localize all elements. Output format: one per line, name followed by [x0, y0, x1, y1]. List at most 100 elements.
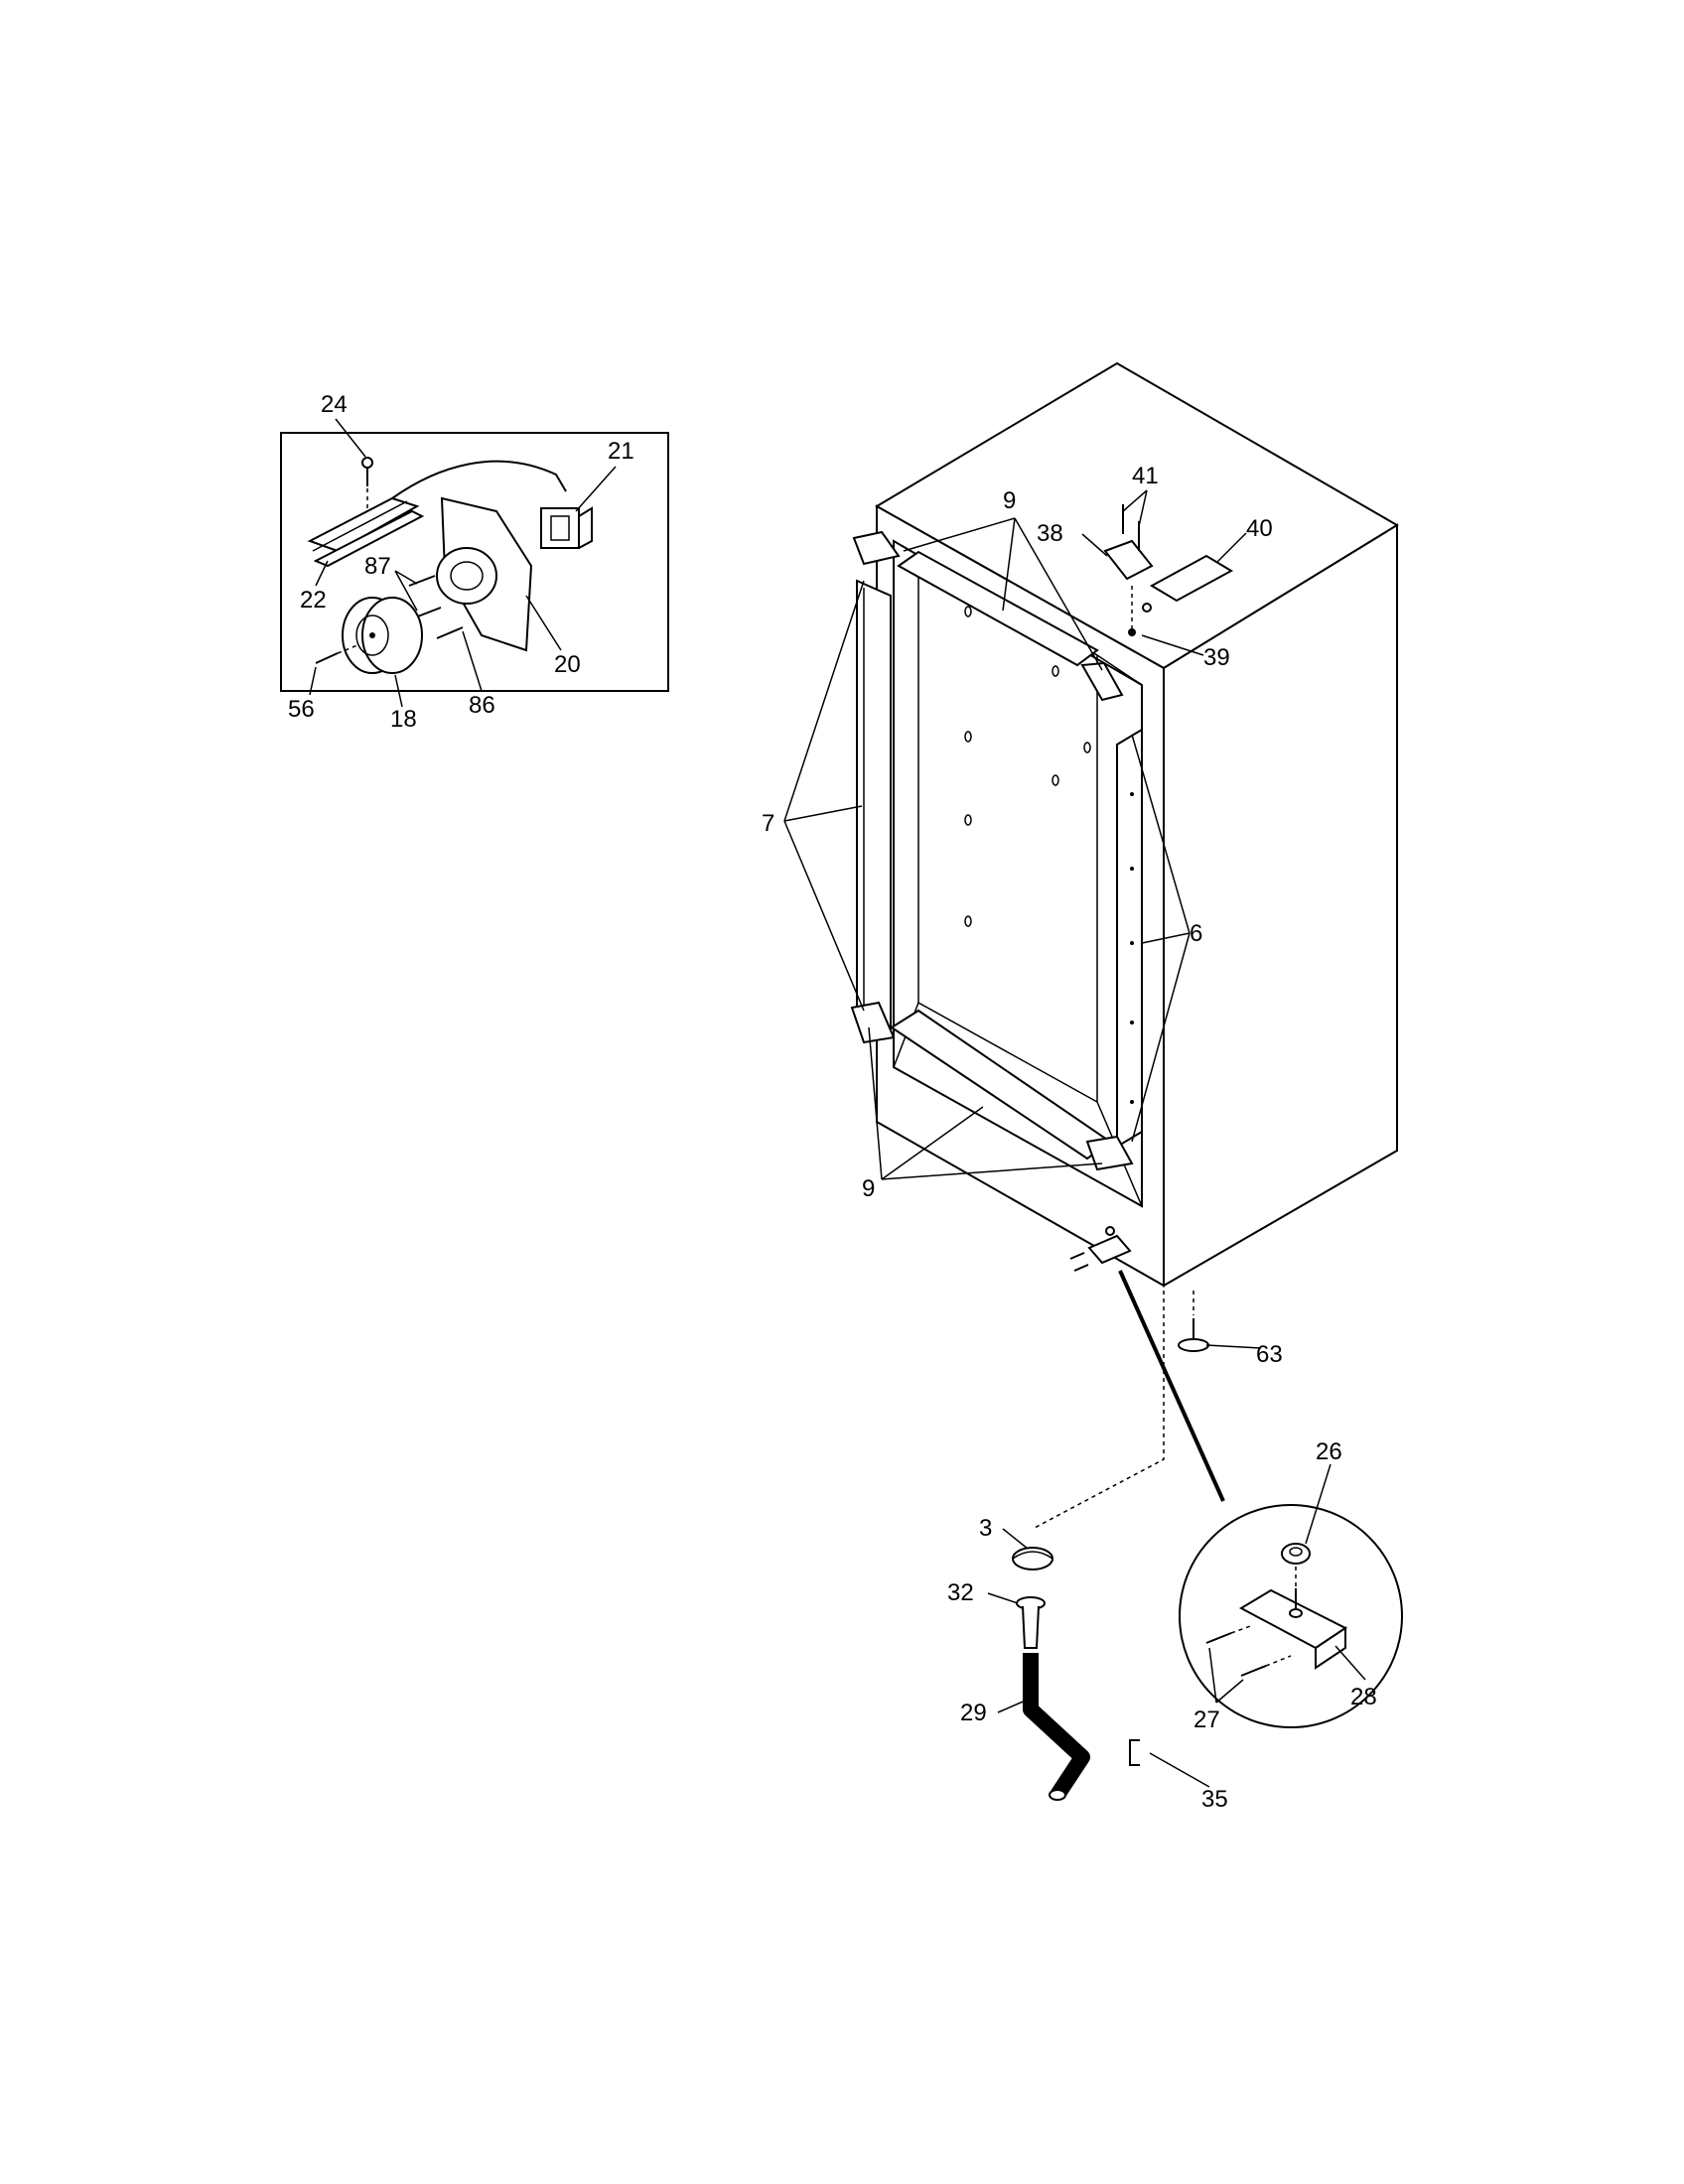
callout-9-bottom: 9 — [862, 1175, 875, 1202]
callout-26: 26 — [1316, 1438, 1342, 1465]
liner-holes — [964, 606, 1091, 927]
detail-circle — [1179, 1504, 1403, 1728]
leader-18 — [394, 674, 403, 708]
leader-9-bottom-a — [868, 1026, 883, 1180]
leader-35 — [1149, 1752, 1210, 1788]
leader-39 — [1141, 634, 1204, 656]
corner-top-right — [1080, 661, 1124, 702]
part-18-motor — [342, 597, 423, 674]
leader-32 — [987, 1592, 1019, 1604]
leader-41-a — [1122, 489, 1148, 512]
leader-86 — [462, 630, 483, 692]
corner-top-left — [852, 530, 901, 566]
callout-20: 20 — [554, 651, 581, 678]
leader-6-b — [1141, 932, 1191, 944]
callout-21: 21 — [608, 438, 634, 465]
callout-9-top: 9 — [1003, 487, 1016, 514]
hinge-pin — [1142, 603, 1152, 613]
inset-frame — [280, 432, 669, 692]
leader-38 — [1081, 533, 1108, 557]
part-86-screw — [436, 626, 464, 639]
leader-27-b — [1215, 1679, 1244, 1704]
part-9-breaker-top — [897, 550, 1099, 667]
leader-22 — [315, 560, 329, 587]
drain-path-dashed — [1032, 1291, 1165, 1530]
hose-end — [1049, 1789, 1066, 1801]
part-3-plug — [1012, 1547, 1053, 1570]
part-27-screws — [1205, 1624, 1292, 1677]
leader-7-b — [783, 805, 863, 822]
part-35-clip — [1129, 1739, 1140, 1766]
callout-6: 6 — [1190, 920, 1202, 947]
callout-29: 29 — [960, 1700, 987, 1726]
callout-40: 40 — [1246, 515, 1273, 542]
part-28-hinge-bracket — [1238, 1588, 1347, 1670]
callout-28: 28 — [1350, 1684, 1377, 1710]
callout-41: 41 — [1132, 463, 1159, 489]
leader-20 — [525, 595, 562, 651]
leader-28 — [1334, 1645, 1366, 1681]
callout-3: 3 — [979, 1515, 992, 1542]
bottom-hinge-pin — [1105, 1226, 1115, 1236]
detail-pointer — [1118, 1270, 1225, 1502]
callout-87: 87 — [364, 553, 391, 580]
callout-38: 38 — [1037, 520, 1063, 547]
callout-56: 56 — [288, 696, 315, 723]
bottom-hinge-screw-a — [1069, 1252, 1085, 1260]
part-6-gasket-right — [1116, 728, 1143, 1149]
leader-7-a — [783, 580, 865, 822]
leader-21 — [575, 466, 617, 512]
part-21-control — [540, 506, 593, 549]
part-26-bushing — [1281, 1543, 1311, 1565]
part-22-heater — [307, 460, 567, 568]
leader-40 — [1215, 532, 1247, 564]
gasket-right-holes — [1130, 792, 1134, 1104]
leader-3 — [1002, 1528, 1029, 1550]
leader-41-b — [1138, 489, 1148, 527]
callout-32: 32 — [947, 1579, 974, 1606]
callout-24: 24 — [321, 391, 348, 418]
leader-63 — [1205, 1344, 1262, 1349]
leader-26 — [1305, 1463, 1332, 1545]
leader-9-bottom-c — [881, 1162, 1103, 1180]
corner-bottom-right — [1085, 1135, 1134, 1171]
part-32-drain-tube — [1016, 1596, 1046, 1649]
callout-18: 18 — [390, 706, 417, 733]
part-38-hinge-plate — [1103, 539, 1154, 581]
bottom-hinge-group — [1069, 1226, 1132, 1272]
part-40-hinge-cover — [1149, 554, 1234, 603]
top-hinge-group — [1103, 504, 1234, 636]
callout-35: 35 — [1201, 1786, 1228, 1813]
callout-7: 7 — [762, 810, 774, 837]
leader-9-top-b — [1002, 517, 1016, 612]
part-7-gasket-left — [856, 579, 892, 1034]
bottom-hinge-detail: 26 27 28 — [1118, 1270, 1403, 1733]
leader-9-bottom-b — [881, 1106, 984, 1180]
bottom-hinge-screw-b — [1073, 1264, 1089, 1272]
leader-87a — [394, 570, 418, 585]
part-63-leveling-leg — [1178, 1291, 1209, 1352]
cabinet-assembly: 9 41 38 40 39 7 6 9 63 — [762, 361, 1399, 1368]
callout-86: 86 — [469, 692, 495, 719]
part-20-housing — [436, 496, 533, 652]
part-56-screw — [315, 644, 358, 664]
leader-87b — [394, 570, 418, 612]
corner-bottom-left — [850, 1001, 896, 1044]
leader-6-a — [1131, 734, 1191, 934]
part-29-drain-hose — [1023, 1653, 1090, 1800]
bottom-hinge-plate — [1087, 1234, 1132, 1265]
leader-9-top-c — [1014, 517, 1103, 671]
liner-edge-tr — [1096, 654, 1143, 686]
leader-29 — [997, 1699, 1029, 1713]
leader-9-top-a — [903, 517, 1016, 552]
callout-27: 27 — [1193, 1706, 1220, 1733]
drain-assembly: 3 32 29 35 — [947, 1291, 1228, 1813]
inset-fan-assembly: 24 21 22 87 20 56 18 86 — [280, 391, 669, 733]
leader-6-c — [1131, 932, 1191, 1143]
leader-7-c — [783, 820, 865, 1012]
callout-39: 39 — [1203, 644, 1230, 671]
callout-22: 22 — [300, 587, 327, 614]
callout-63: 63 — [1256, 1341, 1283, 1368]
leader-24 — [335, 418, 366, 458]
